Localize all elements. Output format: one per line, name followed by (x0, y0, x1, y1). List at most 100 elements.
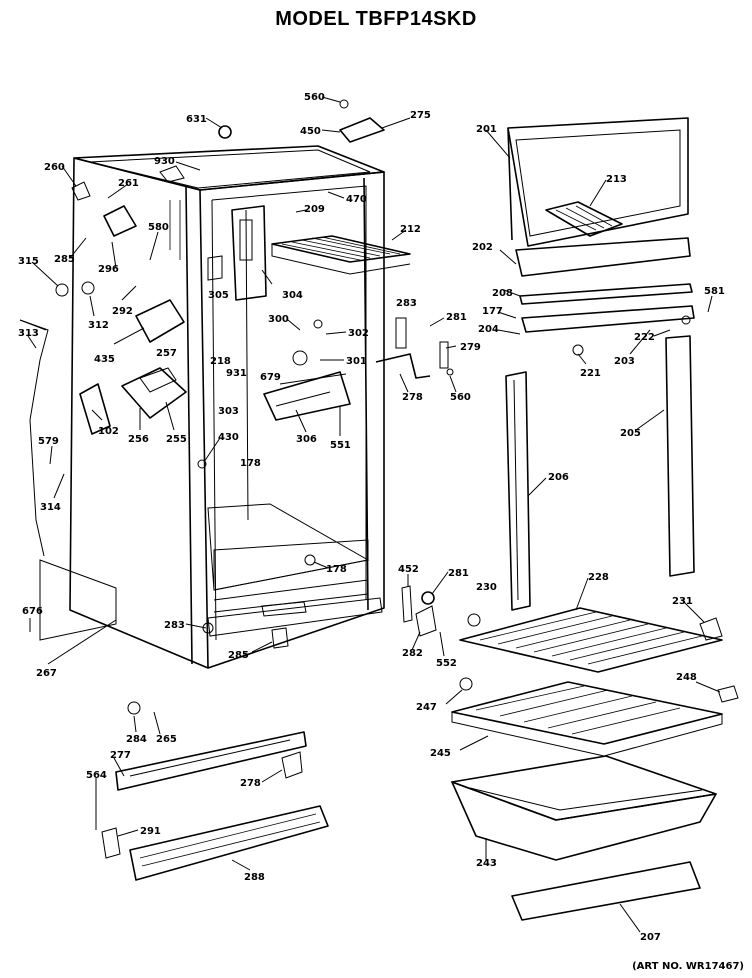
label-245: 245 (430, 748, 451, 759)
door-panel-left (505, 371, 531, 611)
label-102: 102 (98, 426, 119, 437)
label-631: 631 (186, 114, 207, 125)
label-580: 580 (148, 222, 169, 233)
label-178b: 178 (326, 564, 347, 575)
label-265: 265 (156, 734, 177, 745)
leader-lines (27, 96, 721, 933)
label-207: 207 (640, 932, 661, 943)
label-257: 257 (156, 348, 177, 359)
label-560a: 560 (304, 92, 325, 103)
label-679: 679 (260, 372, 281, 383)
label-281b: 281 (448, 568, 469, 579)
label-208: 208 (492, 288, 513, 299)
bottom-rail (115, 731, 307, 791)
freezer-door (507, 117, 695, 333)
label-281a: 281 (446, 312, 467, 323)
label-552: 552 (436, 658, 457, 669)
label-579: 579 (38, 436, 59, 447)
label-560b: 560 (450, 392, 471, 403)
light-assembly (121, 367, 187, 419)
crisper-cover (511, 861, 701, 921)
part-labels: 560 275 631 450 201 930 260 261 470 213 … (18, 92, 725, 943)
label-284: 284 (126, 734, 147, 745)
label-178a: 178 (240, 458, 261, 469)
kick-plate-grille (129, 805, 329, 881)
label-581: 581 (704, 286, 725, 297)
label-304: 304 (282, 290, 303, 301)
label-228: 228 (588, 572, 609, 583)
thermostat (135, 299, 185, 343)
crisper-pan (451, 755, 717, 861)
label-177: 177 (482, 306, 503, 317)
label-283a: 283 (396, 298, 417, 309)
label-202: 202 (472, 242, 493, 253)
label-301: 301 (346, 356, 367, 367)
label-247: 247 (416, 702, 437, 713)
label-275: 275 (410, 110, 431, 121)
label-209: 209 (304, 204, 325, 215)
label-267: 267 (36, 668, 57, 679)
label-313: 313 (18, 328, 39, 339)
label-452: 452 (398, 564, 419, 575)
label-303: 303 (218, 406, 239, 417)
label-278b: 278 (240, 778, 261, 789)
label-261: 261 (118, 178, 139, 189)
label-283b: 283 (164, 620, 185, 631)
label-302: 302 (348, 328, 369, 339)
label-564: 564 (86, 770, 107, 781)
label-296: 296 (98, 264, 119, 275)
meat-pan (263, 371, 351, 421)
label-230: 230 (476, 582, 497, 593)
label-470: 470 (346, 194, 367, 205)
label-201: 201 (476, 124, 497, 135)
label-231: 231 (672, 596, 693, 607)
label-285a: 285 (54, 254, 75, 265)
glass-shelf (451, 681, 723, 757)
label-930: 930 (154, 156, 175, 167)
label-291: 291 (140, 826, 161, 837)
label-260: 260 (44, 162, 65, 173)
art-number: (ART NO. WR17467) (632, 961, 744, 972)
label-288: 288 (244, 872, 265, 883)
label-218: 218 (210, 356, 231, 367)
label-206: 206 (548, 472, 569, 483)
label-292: 292 (112, 306, 133, 317)
control-panel (207, 205, 267, 301)
label-213: 213 (606, 174, 627, 185)
label-277: 277 (110, 750, 131, 761)
label-931: 931 (226, 368, 247, 379)
label-315: 315 (18, 256, 39, 267)
wire-shelf (459, 607, 723, 673)
label-222: 222 (634, 332, 655, 343)
label-204: 204 (478, 324, 499, 335)
model-title: MODEL TBFP14SKD (275, 8, 477, 30)
refrigerator-cabinet (19, 145, 385, 669)
label-312: 312 (88, 320, 109, 331)
label-305: 305 (208, 290, 229, 301)
mullion-cover (79, 383, 111, 435)
freezer-shelf (271, 235, 411, 275)
label-205: 205 (620, 428, 641, 439)
label-255: 255 (166, 434, 187, 445)
label-306: 306 (296, 434, 317, 445)
label-212: 212 (400, 224, 421, 235)
label-256: 256 (128, 434, 149, 445)
label-314: 314 (40, 502, 61, 513)
label-282: 282 (402, 648, 423, 659)
door-panel (665, 335, 695, 577)
label-430: 430 (218, 432, 239, 443)
label-248: 248 (676, 672, 697, 683)
label-243: 243 (476, 858, 497, 869)
label-285b: 285 (228, 650, 249, 661)
label-278a: 278 (402, 392, 423, 403)
label-203: 203 (614, 356, 635, 367)
label-435: 435 (94, 354, 115, 365)
label-300: 300 (268, 314, 289, 325)
small-parts (55, 99, 739, 859)
label-676: 676 (22, 606, 43, 617)
label-450: 450 (300, 126, 321, 137)
label-551: 551 (330, 440, 351, 451)
label-221: 221 (580, 368, 601, 379)
label-279: 279 (460, 342, 481, 353)
